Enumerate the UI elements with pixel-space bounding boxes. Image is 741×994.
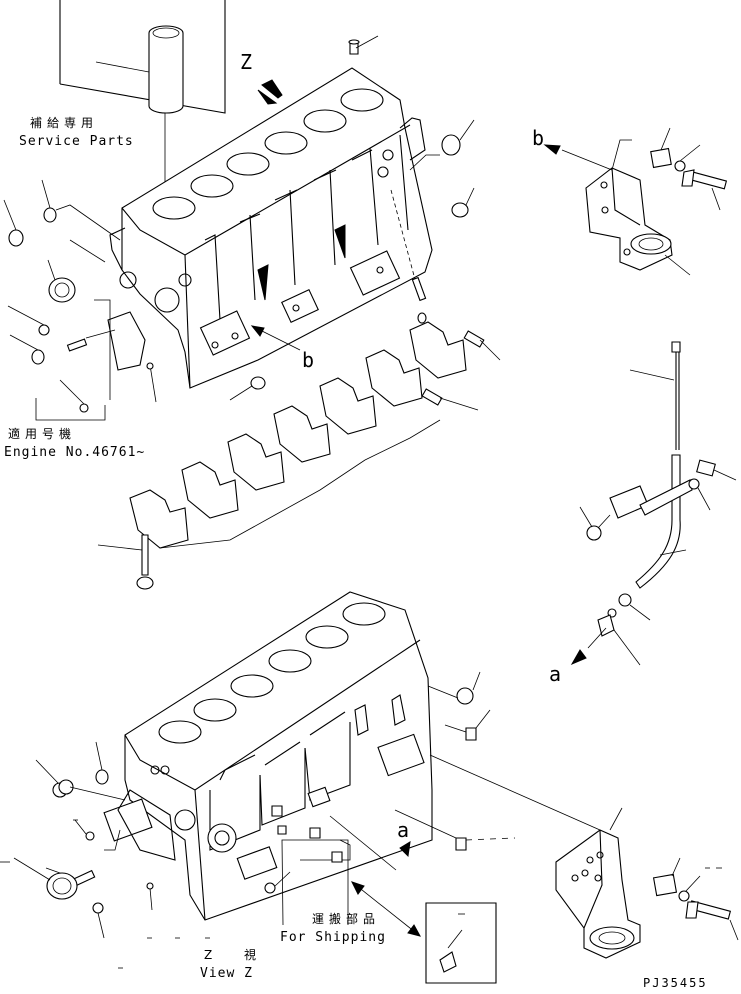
ref-a-block-label: a (397, 818, 410, 842)
ref-b-block-label: b (302, 348, 315, 372)
view-z-arrow-label: Z (240, 50, 253, 74)
drawing-number: PJ35455 (643, 976, 708, 990)
bracket-upper (545, 128, 726, 275)
upper-right-small-parts (147, 36, 474, 402)
main-bearing-bolt (98, 535, 153, 589)
for-shipping-label-jp: 運搬部品 (312, 912, 381, 926)
service-parts-label-en: Service Parts (19, 134, 134, 149)
service-parts-label-jp: 補給専用 (30, 116, 99, 130)
shipping-part-box (282, 840, 496, 983)
view-z-arrow (258, 80, 282, 104)
cylinder-liner (96, 26, 183, 113)
cylinder-block-lower (125, 592, 432, 920)
applicable-engine-label-jp: 適用号機 (8, 427, 77, 441)
applicable-engine-label-en: Engine No.46761~ (4, 445, 146, 460)
lower-small-parts (14, 672, 515, 938)
ref-a-dipstick-label: a (549, 662, 562, 686)
for-shipping-label-en: For Shipping (280, 930, 386, 945)
dipstick-assembly (572, 342, 736, 665)
b-leader-upper (252, 326, 300, 350)
view-z-label-jp: Z 視 (204, 948, 271, 962)
main-bearing-caps (130, 322, 500, 548)
cylinder-block-upper (110, 68, 432, 388)
bracket-lower (430, 755, 738, 958)
view-z-label-en: View Z (200, 966, 253, 981)
dash-markers (0, 820, 722, 968)
ref-b-bracket-label: b (532, 126, 545, 150)
left-small-parts-upper (4, 180, 145, 420)
